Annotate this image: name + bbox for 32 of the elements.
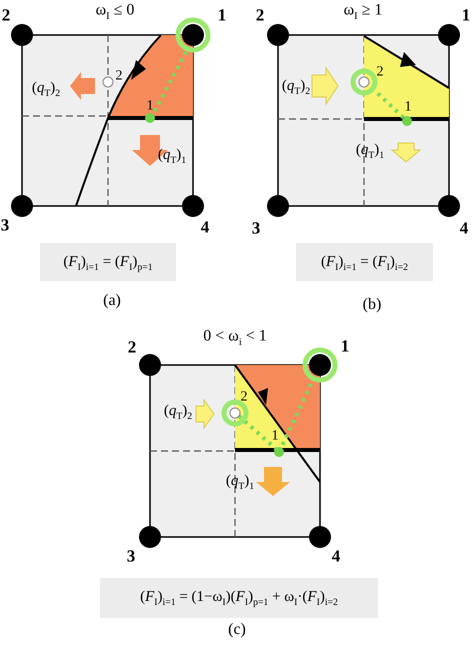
flux-label: (q$_{T}$)$_{2}$: [282, 78, 310, 98]
vertex-number: 1: [462, 6, 470, 26]
formula-box: (F$_{I}$)$_{i=1}$ = (F$_{I}$)$_{i=2}$: [296, 243, 433, 281]
panel-caption: (a): [103, 292, 121, 310]
flux-label: (q$_{T}$)$_{2}$: [32, 80, 60, 100]
point-number: 1: [146, 98, 154, 114]
point-number: 1: [404, 99, 412, 115]
vertex-number: 3: [126, 548, 136, 566]
vertex-number: 3: [0, 216, 10, 236]
vertex-number: 4: [460, 220, 468, 238]
vertex-number: 2: [2, 6, 10, 26]
flux-label: (q$_{T}$)$_{1}$: [226, 473, 254, 493]
panel-title: ω$_{I}$ ≤ 0: [96, 2, 134, 22]
vertex-number: 4: [332, 548, 340, 566]
point-number: 2: [240, 389, 248, 405]
flux-label: (q$_{T}$)$_{2}$: [164, 403, 192, 423]
panel-caption: (c): [228, 621, 246, 639]
formula-box: (F$_{I}$)$_{i=1}$ = (F$_{I}$)$_{p=1}$: [40, 243, 176, 281]
vertex-number: 1: [340, 338, 350, 356]
vertex-number: 4: [200, 218, 210, 238]
panel-title: 0 < ω$_{i}$ < 1: [203, 328, 267, 348]
vertex-number: 2: [256, 6, 264, 26]
panel-title: ω$_{I}$ ≥ 1: [344, 2, 382, 22]
point-number: 1: [272, 428, 278, 444]
flux-label: (q$_{T}$)$_{1}$: [356, 142, 384, 162]
panel-caption: (b): [362, 296, 382, 314]
formula-box: (F$_{I}$)$_{i=1}$ = (1−ω$_{I}$)(F$_{I}$)$_{p=1}$ + ω$_{I}$·(F$_{I}$)$_{i=2}$: [100, 578, 378, 618]
point-number: 2: [376, 64, 384, 80]
vertex-number: 2: [128, 338, 136, 358]
vertex-number: 3: [252, 220, 260, 238]
vertex-number: 1: [218, 6, 226, 26]
point-number: 2: [116, 68, 122, 84]
